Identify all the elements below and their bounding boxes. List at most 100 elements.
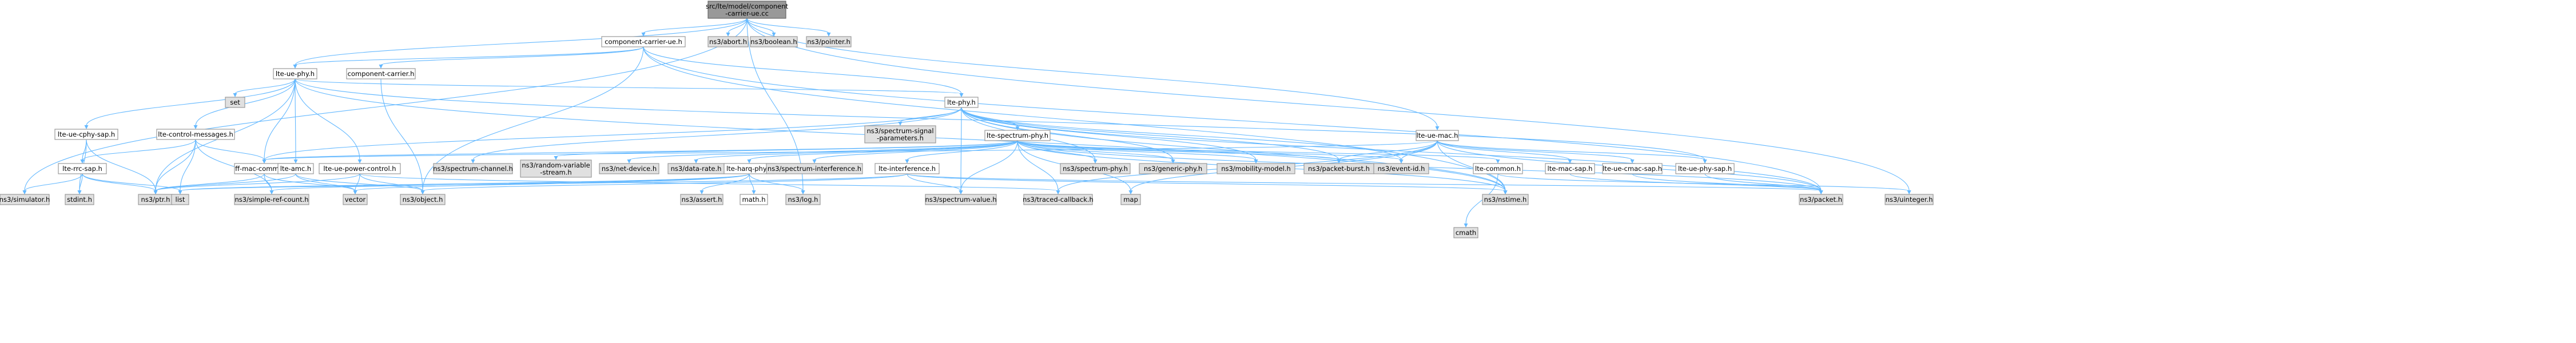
node-label: lte-ue-mac.h (1417, 131, 1458, 139)
edge-arrowhead (293, 159, 298, 163)
edge-lte-rrc-sap-to-stdint (79, 173, 83, 192)
edge-arrowhead (84, 125, 89, 129)
graph-node-set[interactable]: set (225, 97, 245, 108)
node-label: ns3/log.h (788, 196, 818, 204)
node-label: ns3/packet-burst.h (1308, 165, 1370, 173)
edge-lte-interference-to-object (422, 173, 908, 192)
graph-node-log[interactable]: ns3/log.h (785, 194, 821, 205)
graph-node-rand-var[interactable]: ns3/random-variable-stream.h (520, 159, 592, 178)
edge-root-to-lte-ue-phy (295, 18, 748, 66)
edge-arrowhead (801, 190, 805, 194)
graph-node-lte-common[interactable]: lte-common.h (1473, 163, 1523, 174)
graph-node-ccue-h[interactable]: component-carrier-ue.h (601, 36, 686, 47)
graph-node-map[interactable]: map (1120, 194, 1141, 205)
edge-lte-spectrum-phy-to-mobility-model (1017, 140, 1257, 161)
edge-lte-spectrum-phy-to-spectrum-interf (814, 140, 1018, 161)
graph-node-lte-ue-power[interactable]: lte-ue-power-control.h (319, 163, 401, 174)
edge-arrowhead (471, 159, 475, 163)
graph-node-vector[interactable]: vector (343, 194, 368, 205)
edge-lte-ue-phy-to-set (234, 78, 296, 94)
edge-lte-ue-phy-to-lte-ue-power (295, 78, 360, 161)
node-box (599, 163, 659, 174)
graph-node-lte-ue-cphy-sap[interactable]: lte-ue-cphy-sap.h (54, 129, 118, 140)
graph-node-data-rate[interactable]: ns3/data-rate.h (667, 163, 725, 174)
edge-arrowhead (554, 156, 558, 160)
graph-node-mobility-model[interactable]: ns3/mobility-model.h (1217, 163, 1295, 174)
node-label: lte-ue-power-control.h (323, 165, 396, 173)
graph-node-simple-ref[interactable]: ns3/simple-ref-count.h (234, 194, 309, 205)
node-label: -stream.h (540, 168, 571, 176)
graph-node-root[interactable]: src/lte/model/component-carrier-ue.cc (706, 1, 789, 19)
edge-lte-ctrl-msgs-to-ptr (155, 139, 196, 192)
node-box (680, 194, 723, 205)
graph-node-generic-phy[interactable]: ns3/generic-phy.h (1139, 163, 1207, 174)
edge-lte-rrc-sap-to-simulator (24, 173, 83, 192)
node-box (225, 97, 245, 108)
edge-lte-ctrl-msgs-to-list (180, 139, 196, 192)
graph-node-ptr[interactable]: ns3/ptr.h (138, 194, 173, 205)
graph-node-lte-ctrl-msgs[interactable]: lte-control-messages.h (156, 129, 235, 140)
graph-node-lte-rrc-sap[interactable]: lte-rrc-sap.h (58, 163, 107, 174)
graph-node-lte-ue-cmac-sap[interactable]: lte-ue-cmac-sap.h (1602, 163, 1663, 174)
edge-lte-ue-mac-to-ff-mac-common (264, 140, 1438, 161)
edge-lte-amc-to-object (295, 173, 423, 192)
graph-node-packet-burst[interactable]: ns3/packet-burst.h (1303, 163, 1374, 174)
edge-lte-ue-cphy-sap-to-ptr (86, 139, 156, 192)
edge-lte-spectrum-phy-to-rand-var (555, 140, 1018, 157)
graph-node-lte-mac-sap[interactable]: lte-mac-sap.h (1545, 163, 1595, 174)
node-box (54, 129, 118, 140)
graph-node-abort[interactable]: ns3/abort.h (707, 36, 749, 47)
graph-node-spectrum-phy[interactable]: ns3/spectrum-phy.h (1060, 163, 1131, 174)
graph-node-boolean[interactable]: ns3/boolean.h (750, 36, 798, 47)
graph-node-cc-h[interactable]: component-carrier.h (346, 68, 416, 79)
node-label: ns3/traced-callback.h (1023, 196, 1094, 204)
graph-node-lte-phy[interactable]: lte-phy.h (944, 97, 979, 108)
graph-node-simulator[interactable]: ns3/simulator.h (0, 194, 50, 205)
edge-lte-ue-phy-sap-to-packet (1704, 173, 1822, 192)
node-box (171, 194, 189, 205)
graph-node-stdint[interactable]: stdint.h (65, 194, 94, 205)
graph-node-lte-ue-phy-sap[interactable]: lte-ue-phy-sap.h (1675, 163, 1735, 174)
graph-node-event-id[interactable]: ns3/event-id.h (1373, 163, 1429, 174)
graph-node-list[interactable]: list (171, 194, 189, 205)
node-box (1602, 163, 1663, 174)
edge-lte-ue-phy-to-lte-ue-phy-sap (295, 78, 1706, 161)
edge-arrowhead (905, 159, 909, 163)
graph-node-net-device[interactable]: ns3/net-device.h (599, 163, 659, 174)
graph-node-lte-ue-mac[interactable]: lte-ue-mac.h (1416, 130, 1459, 141)
graph-node-spectrum-value[interactable]: ns3/spectrum-value.h (925, 194, 997, 205)
node-box (740, 194, 768, 205)
graph-node-lte-ue-phy[interactable]: lte-ue-phy.h (273, 68, 317, 79)
graph-node-assert[interactable]: ns3/assert.h (680, 194, 723, 205)
graph-node-lte-harq[interactable]: lte-harq-phy.h (723, 163, 775, 174)
graph-node-traced-cb[interactable]: ns3/traced-callback.h (1023, 194, 1094, 205)
graph-node-object[interactable]: ns3/object.h (400, 194, 446, 205)
edge-arrowhead (1503, 190, 1508, 194)
edge-arrowhead (1907, 190, 1911, 194)
edge-lte-ctrl-msgs-to-ff-mac-common (195, 139, 265, 161)
graph-node-spectrum-channel[interactable]: ns3/spectrum-channel.h (433, 163, 513, 174)
graph-node-math[interactable]: math.h (740, 194, 768, 205)
graph-node-uinteger[interactable]: ns3/uinteger.h (1885, 194, 1934, 205)
edge-arrowhead (1171, 159, 1175, 163)
edge-arrowhead (1819, 190, 1823, 194)
node-box (1453, 227, 1478, 238)
edge-arrowhead (1568, 159, 1572, 163)
graph-node-spectrum-interf[interactable]: ns3/spectrum-interference.h (766, 163, 863, 174)
node-label: lte-amc.h (280, 165, 311, 173)
graph-node-pointer[interactable]: ns3/pointer.h (806, 36, 852, 47)
graph-node-packet[interactable]: ns3/packet.h (1799, 194, 1843, 205)
node-box (343, 194, 368, 205)
edge-lte-interference-to-list (180, 173, 908, 192)
edge-arrowhead (1435, 126, 1440, 130)
graph-node-lte-spectrum-phy[interactable]: lte-spectrum-phy.h (984, 130, 1051, 141)
graph-node-lte-amc[interactable]: lte-amc.h (277, 163, 314, 174)
graph-node-ss-params[interactable]: ns3/spectrum-signal-parameters.h (864, 125, 936, 143)
graph-node-lte-interference[interactable]: lte-interference.h (874, 163, 940, 174)
node-label: ns3/packet.h (1800, 196, 1842, 204)
edge-arrowhead (959, 190, 963, 194)
graph-node-nstime[interactable]: ns3/nstime.h (1482, 194, 1529, 205)
node-box (1885, 194, 1934, 205)
graph-node-cmath[interactable]: cmath (1453, 227, 1478, 238)
edge-arrowhead (193, 125, 198, 129)
